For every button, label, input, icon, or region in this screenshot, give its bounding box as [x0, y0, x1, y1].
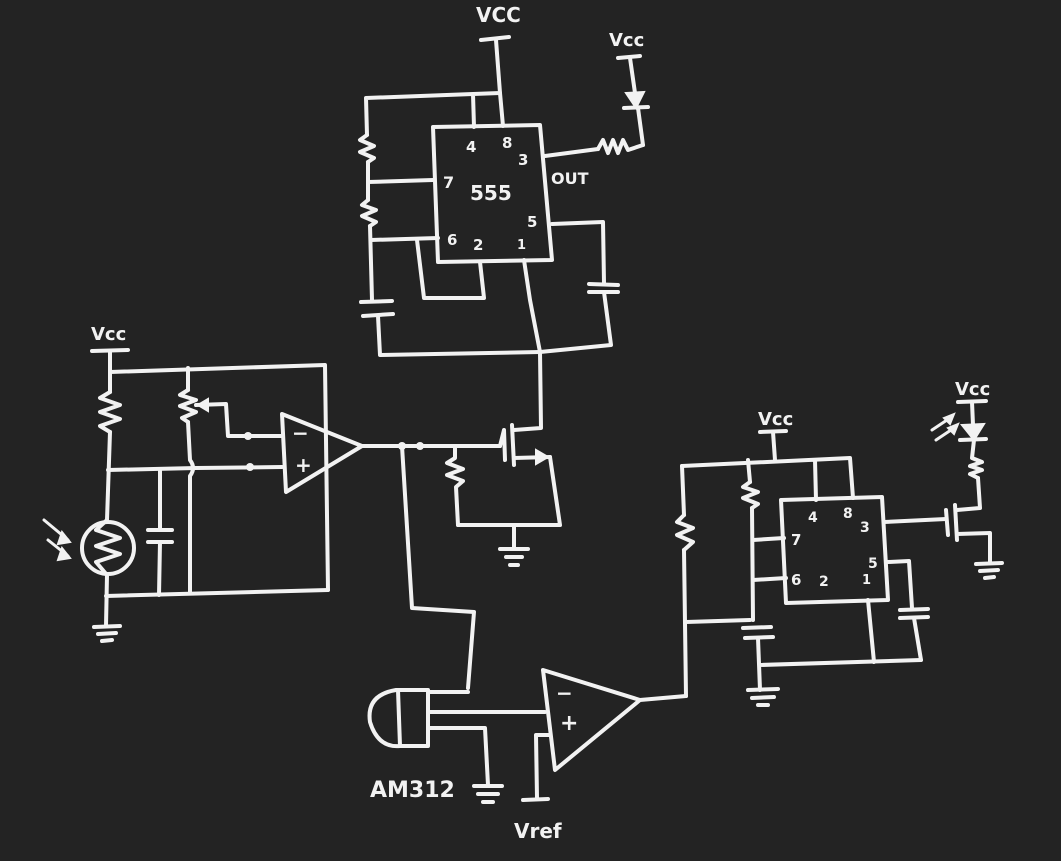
- gate-resistor: [445, 444, 465, 527]
- timer2-pin4: 4: [808, 510, 818, 526]
- mic-am312: [367, 688, 430, 749]
- timer2-pin6: 6: [791, 571, 801, 589]
- wire-pot-wiper: [194, 402, 284, 438]
- photoresistor-zigzag: [94, 518, 122, 577]
- timer1-pin1: 1: [517, 238, 526, 253]
- wire-r2-cap: [368, 224, 374, 302]
- wire-timer1-top-loop: [364, 91, 502, 137]
- vref-label: Vref: [514, 819, 562, 843]
- timer1-pin2: 2: [473, 236, 483, 254]
- light-arrows-right: [930, 412, 960, 442]
- timer1-pin3: 3: [518, 151, 528, 169]
- wire-cap-left-bottom: [157, 540, 162, 597]
- wire-timer2-pin1: [866, 598, 876, 664]
- timer1-pin4: 4: [466, 138, 476, 156]
- timer1-timing-capacitor: [359, 299, 395, 318]
- timer1-pin8: 8: [502, 134, 512, 152]
- timer1-resistor-r1: [358, 133, 376, 164]
- timer1-pin5: 5: [527, 213, 537, 231]
- wire-timer2-r-top: [746, 458, 752, 484]
- timer2-pin7: 7: [791, 531, 801, 549]
- ground-mosfet: [498, 547, 530, 567]
- timer2-pin1: 1: [862, 573, 871, 588]
- opamp1-minus: −: [292, 421, 309, 445]
- timer1-pin7: 7: [443, 173, 454, 192]
- wire-to-mic: [400, 444, 476, 690]
- timer1-resistor-r2: [360, 198, 378, 228]
- wire-led2-vcc: [970, 400, 975, 427]
- wire-timer2-r1-down: [750, 506, 755, 622]
- vcc-label-top: VCC: [476, 3, 521, 27]
- wire-mic-ground: [426, 726, 490, 787]
- timer1-555: 555 4 8 3 7 6 2 1 5: [431, 123, 554, 264]
- wire-cap-ground: [376, 314, 542, 357]
- wire-timer2-left: [680, 464, 686, 517]
- light-arrows-left: [42, 518, 72, 562]
- wire-mosfet-source: [456, 455, 562, 527]
- wire-left-ground: [104, 573, 109, 628]
- ground-right: [974, 561, 1004, 580]
- out-label: OUT: [551, 169, 589, 188]
- wire-timer2-bottom-rail: [758, 658, 923, 667]
- vcc-bar-led1: [616, 54, 642, 60]
- vcc-label-timer2: Vcc: [758, 409, 793, 430]
- wire-pin7: [366, 178, 435, 184]
- wire-pot-bottom: [186, 420, 195, 594]
- vcc-label-led1: Vcc: [609, 30, 644, 51]
- wire-timer2-out: [882, 517, 948, 524]
- opamp2-minus: −: [556, 681, 573, 705]
- vcc-label-right: Vcc: [955, 379, 990, 400]
- wire-timer2-pin5: [886, 559, 914, 610]
- timer2-555: 4 8 3 7 6 2 1 5: [779, 495, 890, 605]
- opamp2-plus: +: [560, 711, 578, 736]
- potentiometer: [178, 388, 198, 424]
- wire-opamp2-out: [638, 694, 688, 702]
- opamp1-plus: +: [295, 453, 312, 477]
- timer2-resistor-bias: [675, 513, 695, 552]
- wire-vref: [534, 733, 551, 800]
- mosfet1: [498, 350, 552, 467]
- timer1-output-resistor: [596, 138, 645, 155]
- wire-led1: [636, 106, 645, 147]
- wire-vcc-timer2: [771, 430, 777, 462]
- timer2-pin2: 2: [819, 574, 829, 590]
- wire-timer2-pin7: [751, 536, 786, 542]
- sensor-resistor: [98, 390, 122, 434]
- timer1-label: 555: [470, 181, 512, 205]
- wire-pin3-out: [543, 147, 600, 158]
- wire-timer2-top-rail: [680, 456, 855, 502]
- ground-mic: [472, 784, 504, 804]
- opamp1: [280, 412, 364, 494]
- timer2-pin8: 8: [843, 506, 853, 522]
- opamp2: [541, 668, 642, 772]
- pot-wiper-arrow: [196, 397, 209, 413]
- timer2-body: [779, 495, 890, 605]
- ground-left: [92, 624, 122, 643]
- wire-left-top-rail: [108, 363, 330, 592]
- wire-left-bottom-rail: [104, 588, 330, 598]
- wire-pin2-loop: [415, 238, 486, 300]
- mosfet2: [944, 476, 992, 564]
- wire-led1-vcc: [628, 56, 637, 95]
- wire-cap5-rail: [538, 290, 613, 354]
- wire-pin5: [550, 220, 606, 285]
- vref-bar: [521, 797, 550, 802]
- wire-pin1: [522, 258, 542, 354]
- wire-node-timer2: [684, 618, 752, 624]
- timer1-pin6: 6: [447, 231, 457, 249]
- wire-vcc-timer1: [494, 38, 505, 128]
- wire-timer2-pin6: [751, 576, 788, 582]
- wire-pin6: [369, 236, 440, 242]
- timer2-pin3: 3: [860, 520, 870, 536]
- mic-part-label: AM312: [370, 778, 455, 803]
- wire-sensor-divider: [105, 430, 112, 522]
- timer2-resistor-r1: [741, 480, 760, 510]
- vcc-bar-right: [956, 399, 988, 404]
- timer2-led-resistor: [968, 438, 984, 480]
- vcc-label-left: Vcc: [91, 324, 126, 345]
- wire-timer2-cap5: [912, 616, 923, 662]
- ground-timer2: [746, 687, 780, 707]
- timer2-pin5: 5: [868, 556, 878, 572]
